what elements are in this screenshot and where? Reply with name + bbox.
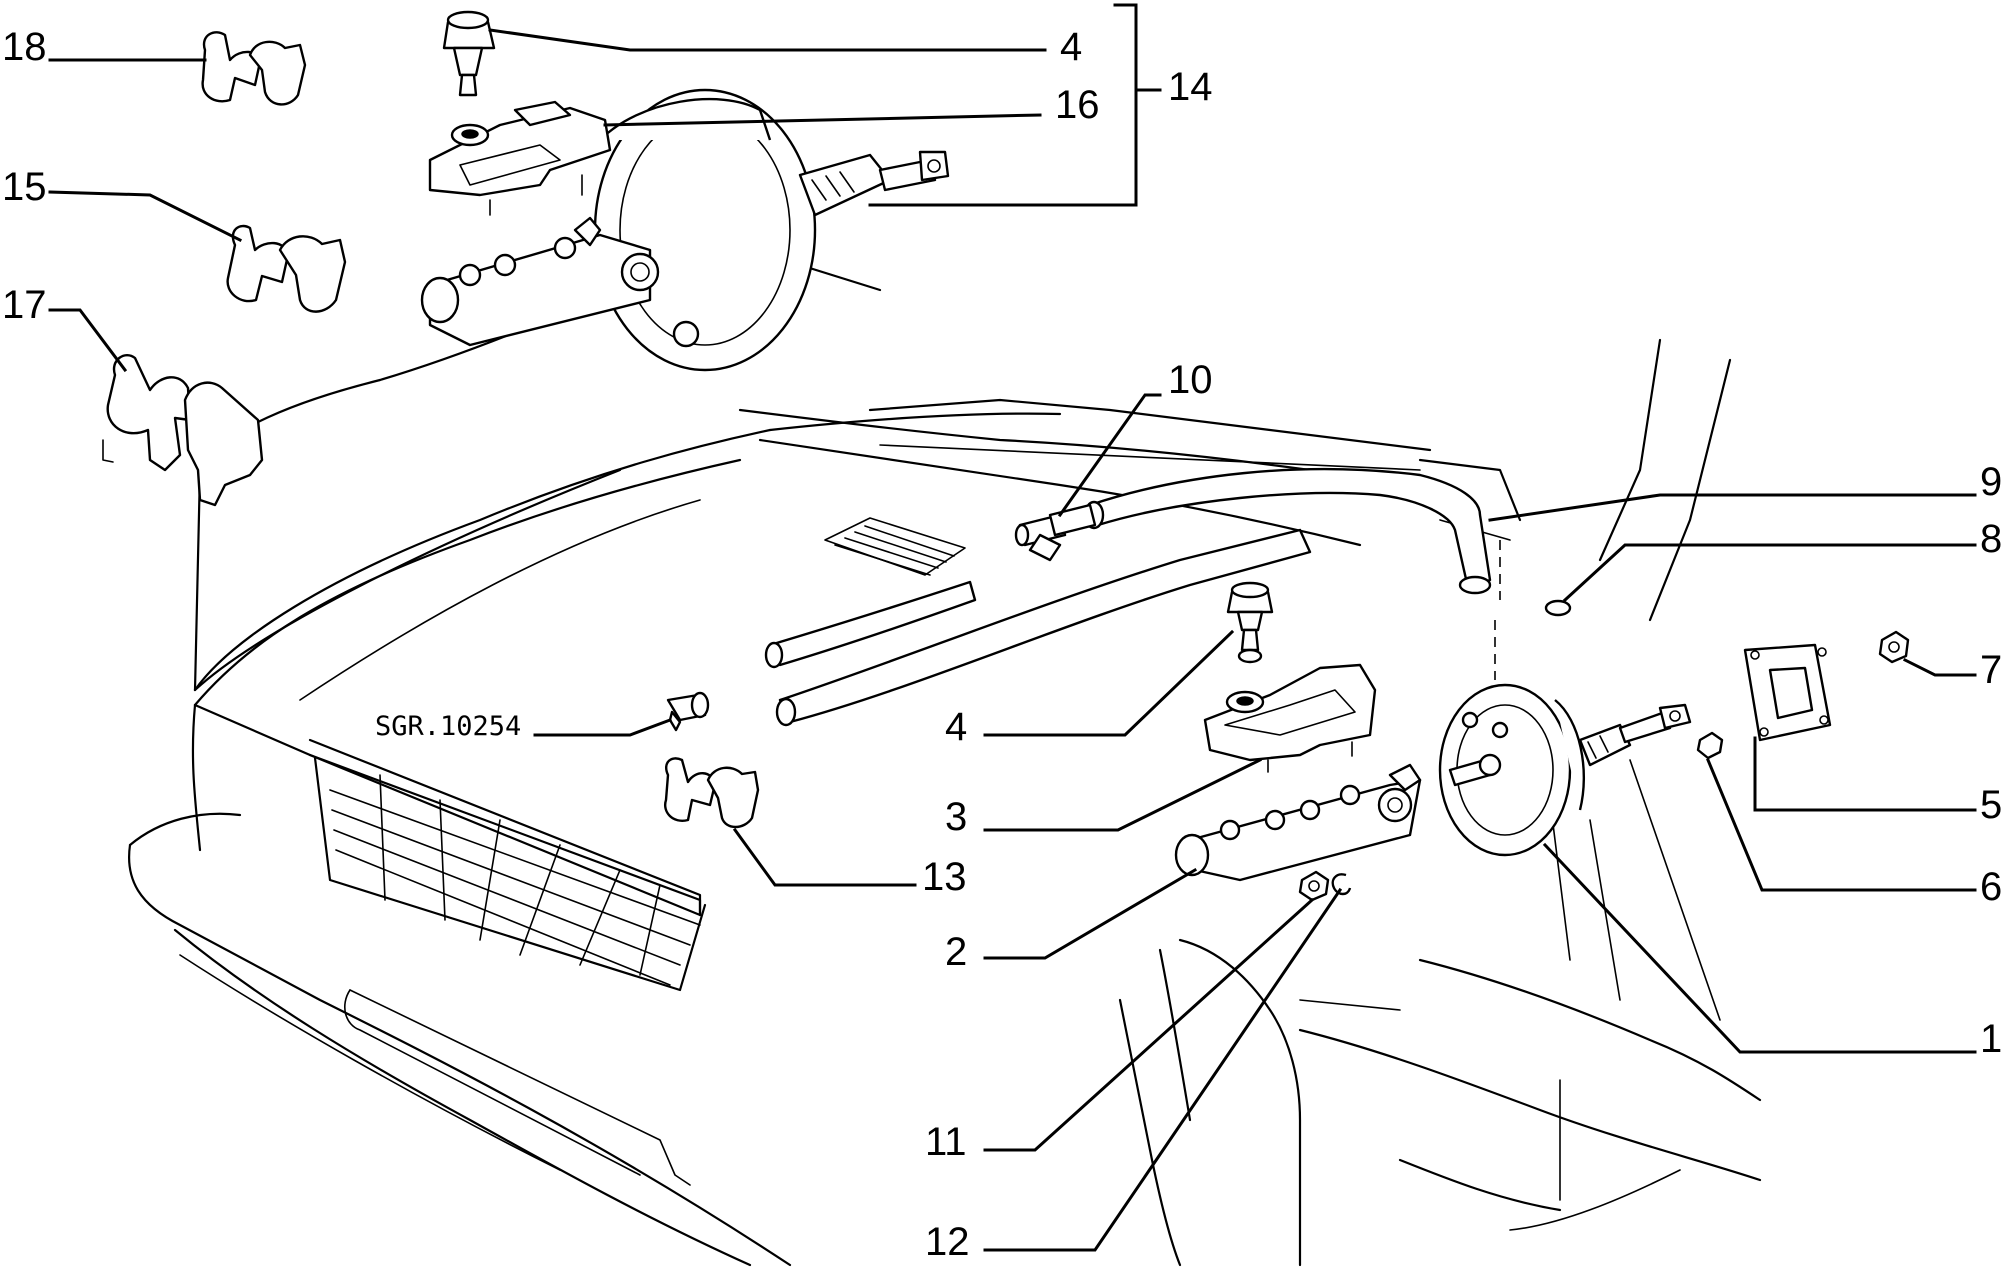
callout-7: 7 <box>1980 648 2002 692</box>
callout-8: 8 <box>1980 517 2002 561</box>
callout-1: 1 <box>1980 1017 2002 1061</box>
callout-15: 15 <box>2 165 47 209</box>
callout-12: 12 <box>925 1220 970 1264</box>
nut-7 <box>1878 630 1910 664</box>
master-cylinder-2 <box>1174 763 1422 882</box>
reservoir-3 <box>1203 663 1377 773</box>
elbow-connector <box>666 691 710 732</box>
grille <box>308 753 707 992</box>
tee-connector-10 <box>1014 503 1097 562</box>
gasket-5 <box>1743 643 1832 742</box>
clip-15 <box>226 224 347 313</box>
clip-17 <box>102 353 264 507</box>
callout-3: 3 <box>945 795 967 839</box>
servo-1 <box>1438 683 1692 857</box>
callout-labels: 18 15 17 4 16 14 10 9 8 7 5 6 1 4 3 13 2… <box>2 25 2002 1264</box>
top-servo-assembly <box>420 10 950 372</box>
callout-10: 10 <box>1168 358 1213 402</box>
washer-12 <box>1331 873 1352 896</box>
callout-2: 2 <box>945 930 967 974</box>
callout-5: 5 <box>1980 783 2002 827</box>
callout-6: 6 <box>1980 865 2002 909</box>
vacuum-hose <box>764 467 1492 727</box>
callout-17: 17 <box>2 283 47 327</box>
bonnet-vent <box>824 517 966 576</box>
clip-18 <box>201 31 307 106</box>
drawing-code: SGR.10254 <box>375 711 521 742</box>
leader-lines <box>48 3 1977 1252</box>
nut-6 <box>1696 731 1724 760</box>
callout-11: 11 <box>925 1120 967 1164</box>
nut-11 <box>1298 870 1330 902</box>
callout-18: 18 <box>2 25 47 69</box>
clamp-8 <box>1544 599 1572 617</box>
callout-14: 14 <box>1168 65 1213 109</box>
clip-13 <box>663 757 760 829</box>
callout-4-top: 4 <box>1060 25 1082 69</box>
callout-4-lower: 4 <box>945 705 967 749</box>
reservoir-cap-4 <box>1226 581 1274 664</box>
callout-16: 16 <box>1055 83 1100 127</box>
car-body-outline <box>128 238 1762 1267</box>
callout-9: 9 <box>1980 460 2002 504</box>
callout-13: 13 <box>922 855 967 899</box>
